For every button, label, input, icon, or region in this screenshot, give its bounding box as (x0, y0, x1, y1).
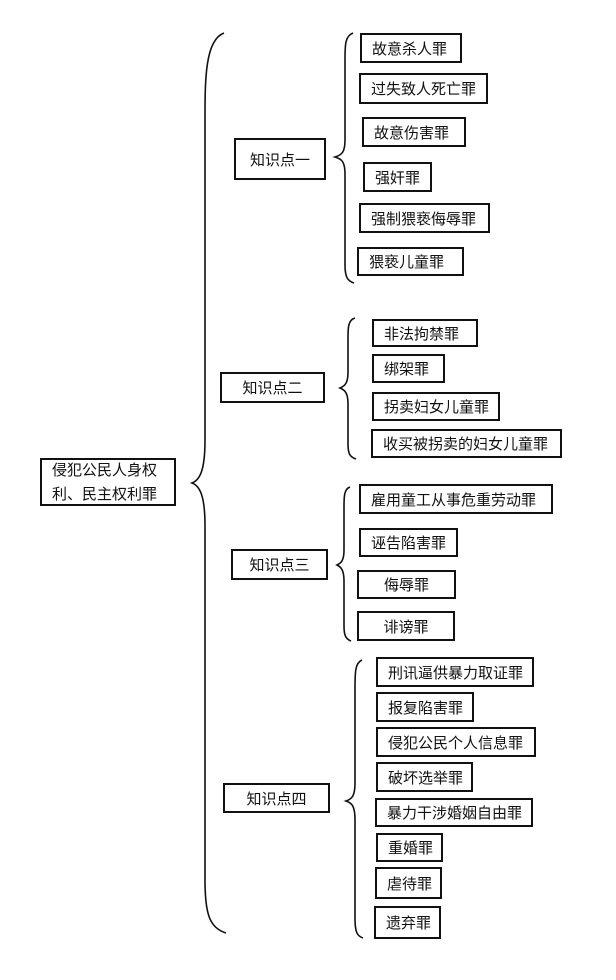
group-node: 知识点四 (223, 783, 330, 813)
leaf-node: 诽谤罪 (357, 611, 455, 641)
leaf-node: 暴力干涉婚姻自由罪 (375, 798, 533, 827)
group1-brace (332, 32, 355, 284)
leaf-node: 刑讯逼供暴力取证罪 (376, 657, 534, 687)
root-node: 侵犯公民人身权 利、民主权利罪 (40, 458, 176, 506)
root-brace (189, 32, 227, 934)
leaf-node: 侮辱罪 (357, 570, 456, 599)
leaf-node: 故意杀人罪 (360, 33, 462, 63)
leaf-node: 强奸罪 (363, 162, 432, 192)
leaf-node: 虐待罪 (375, 867, 442, 899)
root-line-2: 利、民主权利罪 (52, 485, 158, 503)
group-node: 知识点三 (231, 549, 328, 580)
leaf-node: 拐卖妇女儿童罪 (372, 392, 500, 421)
leaf-node: 故意伤害罪 (362, 117, 466, 147)
leaf-node: 遗弃罪 (374, 906, 441, 939)
leaf-node: 雇用童工从事危重劳动罪 (359, 484, 553, 514)
leaf-node: 收买被拐卖的妇女儿童罪 (371, 429, 562, 458)
leaf-node: 重婚罪 (376, 833, 443, 862)
leaf-node: 强制猥亵侮辱罪 (359, 203, 490, 233)
group-node: 知识点二 (220, 372, 325, 403)
leaf-node: 猥亵儿童罪 (357, 247, 464, 276)
leaf-node: 侵犯公民个人信息罪 (376, 727, 536, 757)
leaf-node: 诬告陷害罪 (359, 528, 458, 557)
leaf-node: 破坏选举罪 (376, 762, 473, 792)
leaf-node: 绑架罪 (372, 354, 445, 383)
leaf-node: 报复陷害罪 (376, 692, 474, 722)
group4-brace (343, 659, 364, 939)
group3-brace (335, 486, 352, 642)
leaf-node: 过失致人死亡罪 (359, 73, 488, 104)
group-node: 知识点一 (234, 138, 326, 180)
group2-brace (337, 317, 357, 460)
root-line-1: 侵犯公民人身权 (52, 461, 158, 479)
leaf-node: 非法拘禁罪 (372, 319, 478, 347)
